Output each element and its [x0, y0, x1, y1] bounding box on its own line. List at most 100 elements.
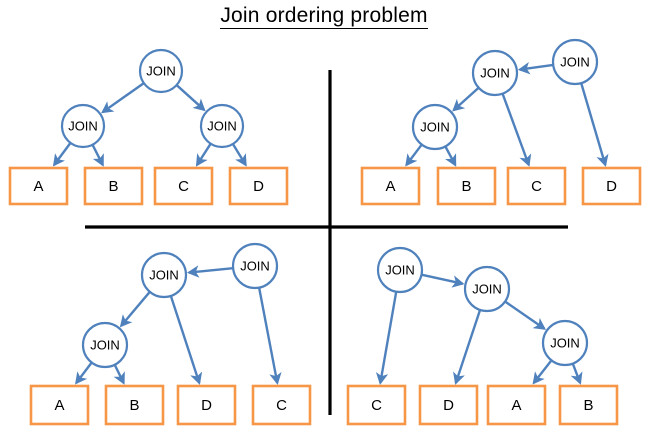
join-node[interactable]: JOIN [60, 103, 106, 149]
leaf-label: C [531, 178, 542, 195]
leaf-node-d[interactable]: D [581, 166, 642, 206]
leaf-label: A [54, 397, 64, 414]
leaf-label: A [385, 178, 395, 195]
join-label: JOIN [149, 267, 179, 282]
join-node[interactable]: JOIN [138, 48, 184, 94]
leaf-node-b[interactable]: B [436, 166, 497, 206]
leaf-node-b[interactable]: B [83, 166, 144, 206]
join-label: JOIN [90, 337, 120, 352]
leaf-box [558, 384, 619, 426]
join-edge [501, 93, 532, 167]
edges-layer [52, 62, 609, 385]
edges-bottom-right [375, 273, 583, 385]
join-edge [580, 82, 609, 167]
join-edge [532, 359, 553, 385]
join-edge [101, 82, 145, 114]
join-label: JOIN [146, 63, 176, 78]
join-node[interactable]: JOIN [411, 103, 459, 151]
join-circle [140, 251, 188, 299]
leaf-box [228, 166, 289, 206]
join-circle [471, 49, 519, 97]
leaf-box [251, 384, 312, 426]
join-label: JOIN [472, 281, 502, 296]
leaf-box [8, 166, 69, 206]
leaf-node-c[interactable]: C [251, 384, 312, 426]
join-node[interactable]: JOIN [376, 246, 424, 294]
join-label: JOIN [550, 335, 580, 350]
edges-top-left [52, 82, 247, 167]
join-edge [452, 86, 480, 112]
join-edge [119, 291, 151, 328]
leaf-box [581, 166, 642, 206]
join-circle [541, 319, 589, 367]
leaf-label: B [129, 397, 139, 414]
leaf-label: A [511, 397, 521, 414]
join-edge [231, 143, 247, 167]
quadrant-top-right: A B C D JOIN JOIN JOIN [360, 38, 642, 206]
join-edge [504, 300, 547, 330]
join-node[interactable]: JOIN [551, 38, 599, 86]
join-label: JOIN [560, 54, 590, 69]
join-label: JOIN [68, 118, 98, 133]
edges-bottom-left [75, 265, 282, 385]
page-title-text: Join ordering problem [220, 4, 428, 29]
join-edge [517, 62, 554, 75]
leaf-node-d[interactable]: D [418, 384, 479, 426]
leaf-label: B [583, 397, 593, 414]
join-edge [113, 364, 125, 385]
join-edge [195, 143, 212, 167]
leaf-box [436, 166, 497, 206]
leaf-node-b[interactable]: B [104, 384, 165, 426]
join-edge [75, 361, 93, 385]
join-circle [138, 48, 184, 94]
leaf-box [29, 384, 90, 426]
leaf-box [360, 166, 421, 206]
join-label: JOIN [420, 119, 450, 134]
leaf-node-a[interactable]: A [29, 384, 90, 426]
leaf-node-d[interactable]: D [176, 384, 237, 426]
leaf-node-b[interactable]: B [558, 384, 619, 426]
leaf-node-a[interactable]: A [360, 166, 421, 206]
quadrant-dividers [85, 70, 568, 415]
join-circle [463, 265, 511, 313]
join-label: JOIN [385, 262, 415, 277]
join-node[interactable]: JOIN [541, 319, 589, 367]
leaf-node-a[interactable]: A [8, 166, 69, 206]
join-node[interactable]: JOIN [231, 242, 279, 290]
leaf-node-a[interactable]: A [486, 384, 547, 426]
leaf-box [486, 384, 547, 426]
join-edge [91, 144, 104, 167]
leaf-node-c[interactable]: C [346, 384, 407, 426]
join-circle [60, 103, 106, 149]
leaf-node-c[interactable]: C [153, 166, 214, 206]
leaf-label: B [461, 178, 471, 195]
leaf-node-c[interactable]: C [506, 166, 567, 206]
join-label: JOIN [240, 258, 270, 273]
join-circle [231, 242, 279, 290]
leaf-label: D [201, 397, 212, 414]
leaf-label: C [276, 397, 287, 414]
join-circle [81, 321, 129, 369]
join-edge [570, 363, 583, 385]
page-title: Join ordering problem [0, 4, 648, 29]
join-edge [453, 309, 482, 385]
join-edge [444, 145, 457, 167]
leaf-label: D [253, 178, 264, 195]
join-node[interactable]: JOIN [471, 49, 519, 97]
join-label: JOIN [207, 118, 237, 133]
leaf-box [104, 384, 165, 426]
leaf-box [83, 166, 144, 206]
join-circle [411, 103, 459, 151]
quadrant-bottom-left: A B D C JOIN JOIN JOIN [29, 242, 312, 426]
join-node[interactable]: JOIN [81, 321, 129, 369]
join-circle [551, 38, 599, 86]
join-node[interactable]: JOIN [140, 251, 188, 299]
leaf-box [176, 384, 237, 426]
join-node[interactable]: JOIN [199, 103, 245, 149]
join-circle [376, 246, 424, 294]
join-node[interactable]: JOIN [463, 265, 511, 313]
leaf-node-d[interactable]: D [228, 166, 289, 206]
join-edge [405, 143, 423, 167]
